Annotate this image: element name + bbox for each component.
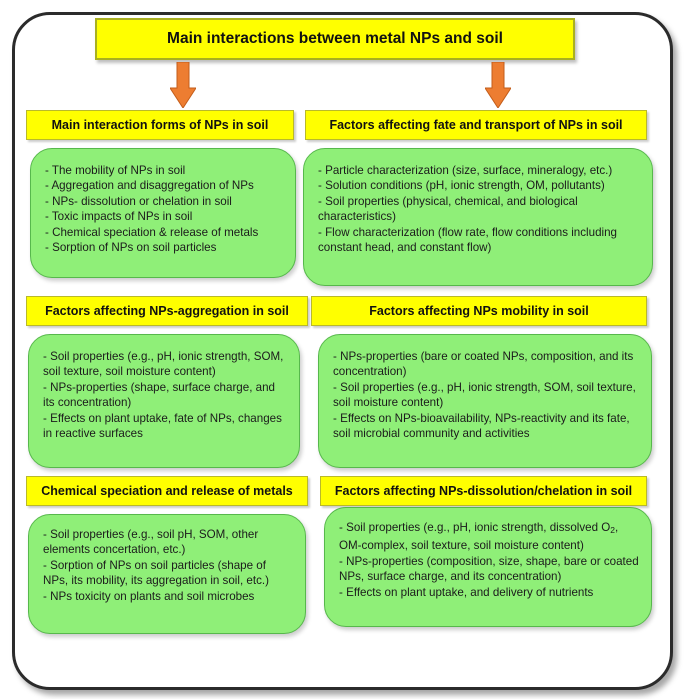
box-speciation: - Soil properties (e.g., soil pH, SOM, o… [28,514,306,634]
header-fate-transport: Factors affecting fate and transport of … [305,110,647,140]
list-item: - Sorption of NPs on soil particles (sha… [43,558,269,588]
arrow-down-left-icon [170,62,196,108]
list-item: - NPs-properties (composition, size, sha… [339,554,639,584]
list-item: - NPs- dissolution or chelation in soil [45,194,232,208]
list-item: - NPs-properties (shape, surface charge,… [43,380,275,410]
list-item: - Sorption of NPs on soil particles [45,241,217,255]
list-item: - Soil properties (e.g., pH, ionic stren… [333,380,636,410]
list-item: - NPs toxicity on plants and soil microb… [43,589,255,603]
header-aggregation: Factors affecting NPs-aggregation in soi… [26,296,308,326]
list-item: - Chemical speciation & release of metal… [45,225,259,239]
list-item: - Flow characterization (flow rate, flow… [318,225,617,255]
subscript: 2 [610,525,616,535]
list-item: - Toxic impacts of NPs in soil [45,210,193,224]
header-dissolution: Factors affecting NPs-dissolution/chelat… [320,476,647,506]
list-item: - The mobility of NPs in soil [45,164,186,177]
header-mobility: Factors affecting NPs mobility in soil [311,296,647,326]
list-item: - NPs-properties (bare or coated NPs, co… [333,350,634,379]
list-item: - Soil properties (physical, chemical, a… [318,194,578,224]
list-item: - Particle characterization (size, surfa… [318,164,613,177]
list-item: - Effects on plant uptake, fate of NPs, … [43,411,282,441]
arrow-down-right-icon [485,62,511,108]
list-item: - Soil properties (e.g., pH, ionic stren… [339,521,619,553]
header-interaction-forms: Main interaction forms of NPs in soil [26,110,294,140]
box-mobility: - NPs-properties (bare or coated NPs, co… [318,334,652,468]
list-item: - Effects on NPs-bioavailability, NPs-re… [333,411,630,441]
list-item: - Soil properties (e.g., soil pH, SOM, o… [43,528,259,557]
list-item: - Aggregation and disaggregation of NPs [45,179,254,193]
list-item: - Soil properties (e.g., pH, ionic stren… [43,350,284,379]
box-dissolution: - Soil properties (e.g., pH, ionic stren… [324,507,652,627]
header-speciation: Chemical speciation and release of metal… [26,476,308,506]
box-interaction-forms: - The mobility of NPs in soil - Aggregat… [30,148,296,278]
list-item: - Solution conditions (pH, ionic strengt… [318,179,605,193]
list-item: - Effects on plant uptake, and delivery … [339,585,594,599]
diagram-title: Main interactions between metal NPs and … [95,18,575,60]
box-fate-transport: - Particle characterization (size, surfa… [303,148,653,286]
box-aggregation: - Soil properties (e.g., pH, ionic stren… [28,334,300,468]
